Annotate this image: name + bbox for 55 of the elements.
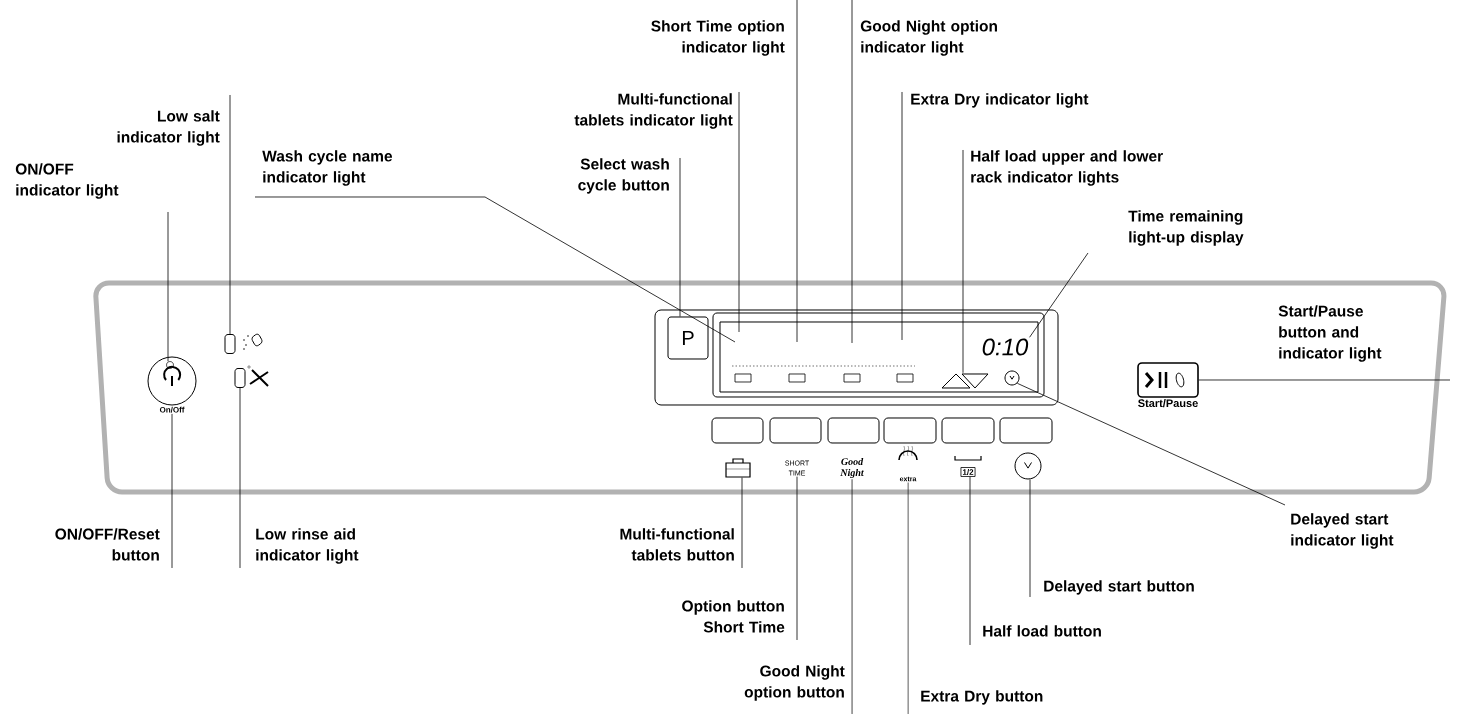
callout-text: Good Night option indicator light (860, 20, 997, 56)
leader-line (679, 157, 681, 317)
leader-line (901, 91, 903, 341)
leader-line (171, 413, 173, 569)
clock-icon (1014, 452, 1042, 480)
callout-text: Multi-functional tablets button (620, 528, 734, 561)
leader-line (907, 482, 909, 714)
clock-icon (1004, 370, 1020, 386)
callout-text: Time remaining light-up display (1128, 210, 1244, 246)
leader-line (254, 196, 736, 343)
leader-line (796, 476, 798, 641)
callout-text: Short Time option indicator light (651, 20, 785, 56)
time-readout: 0:10 (982, 338, 1029, 356)
callout-text: ON/OFF indicator light (15, 163, 119, 199)
callout-text: Half load upper and lower rack indicator lights (971, 150, 1163, 186)
callout-text: Wash cycle name indicator light (262, 150, 393, 186)
leader-line (167, 211, 169, 362)
indicator-light (224, 334, 236, 354)
indicator-light (166, 361, 174, 369)
callout-text: Option button Short Time (682, 600, 785, 633)
leader-line (239, 387, 241, 569)
leader-line (851, 478, 853, 714)
leader-line (738, 91, 740, 333)
callout-text: Good Night option button (744, 665, 845, 701)
callout-text: Delayed start indicator light (1291, 513, 1394, 549)
leader-line (851, 0, 853, 344)
leader-line (962, 149, 964, 374)
leader-line (796, 0, 798, 343)
leader-line (1198, 379, 1451, 381)
rack-indicator (941, 373, 989, 389)
node-label: On/Off (159, 406, 185, 413)
briefcase-icon (725, 458, 751, 478)
callout-text: Extra Dry indicator light (911, 93, 1089, 108)
callout-text: Low salt indicator light (117, 110, 220, 146)
leader-line (1029, 252, 1089, 338)
power-button: On/Off (147, 356, 197, 413)
callout-text: Select wash cycle button (578, 158, 669, 194)
option-label: Good Night (840, 457, 864, 479)
leader-line (1016, 382, 1286, 506)
indicator-light (234, 368, 246, 388)
node-label: Start/Pause (1138, 399, 1198, 408)
leader-line (969, 476, 971, 646)
display (712, 312, 1045, 398)
leader-line (1029, 479, 1031, 598)
callout-text: Delayed start button (1044, 580, 1194, 595)
start-pause-button: Start/Pause (1137, 362, 1199, 408)
leader-line (741, 477, 743, 569)
callout-text: ON/OFF/Reset button (55, 528, 160, 561)
callout-text: Low rinse aid indicator light (256, 528, 359, 564)
callout-text: Multi-functional tablets indicator light (574, 93, 733, 129)
callout-text: Extra Dry button (921, 690, 1043, 705)
callout-text: Start/Pause button and indicator light (1278, 305, 1382, 362)
callout-text: Half load button (983, 625, 1101, 637)
program-button: P (667, 316, 709, 360)
leader-line (229, 94, 231, 335)
